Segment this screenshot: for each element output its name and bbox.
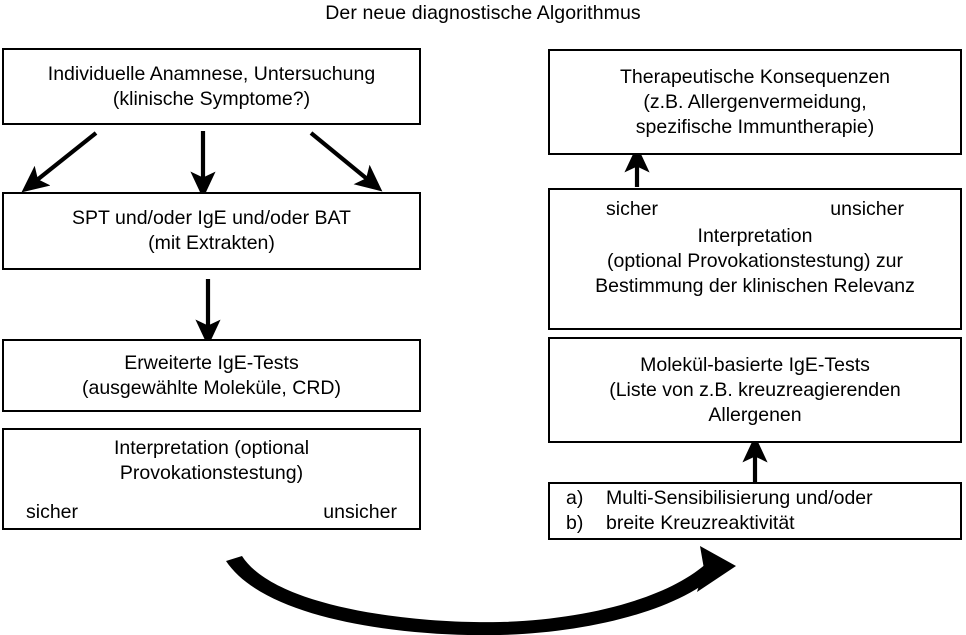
interpretation-links-unsicher-label: unsicher (323, 501, 397, 523)
box-spt-ige-bat[interactable]: SPT und/oder IgE und/oder BAT (mit Extra… (2, 192, 421, 270)
box-interpretation-links-line-2: Provokationstestung) (119, 462, 304, 484)
box-multi-sensibilisierung[interactable]: a) Multi-Sensibilisierung und/oder b) br… (548, 482, 962, 540)
box-therapie-line-2: (z.B. Allergenvermeidung, (643, 90, 867, 113)
box-spt-line-2: (mit Extrakten) (148, 232, 275, 254)
connector-anamnese-to-spt-right (309, 131, 383, 192)
box-anamnese-line-2: (klinische Symptome?) (112, 87, 311, 110)
interpretation-rechts-unsicher-label: unsicher (830, 198, 904, 220)
box-interpretation-rechts-line-3: Bestimmung der klinischen Relevanz (595, 275, 915, 297)
box-spt-line-1: SPT und/oder IgE und/oder BAT (72, 207, 351, 229)
interpretation-links-sicher-label: sicher (26, 501, 79, 523)
box-molekuel-line-3: Allergenen (708, 403, 802, 426)
box-erweiterte-ige-tests[interactable]: Erweiterte IgE-Tests (ausgewählte Molekü… (2, 339, 421, 412)
page-title: Der neue diagnostische Algorithmus (325, 2, 641, 24)
multi-list-item-a: a) Multi-Sensibilisierung und/oder (566, 486, 873, 511)
box-therapie-line-1: Therapeutische Konsequenzen (620, 65, 890, 88)
box-erweitert-line-1: Erweiterte IgE-Tests (124, 351, 299, 374)
box-interpretation-rechts[interactable]: sicher unsicher Interpretation (optional… (548, 188, 962, 330)
box-erweitert-line-2: (ausgewählte Moleküle, CRD) (81, 376, 342, 399)
box-interpretation-links-line-1: Interpretation (optional (113, 437, 310, 459)
box-molekuel-line-1: Molekül-basierte IgE-Tests (640, 353, 870, 376)
box-anamnese-line-1: Individuelle Anamnese, Untersuchung (47, 62, 376, 85)
multi-list-marker-b: b) (566, 512, 584, 534)
connector-anamnese-to-spt-left (21, 131, 98, 193)
box-therapeutische-konsequenzen[interactable]: Therapeutische Konsequenzen (z.B. Allerg… (548, 49, 962, 155)
box-individuelle-anamnese[interactable]: Individuelle Anamnese, Untersuchung (kli… (2, 48, 421, 125)
interpretation-rechts-sicher-label: sicher (606, 198, 659, 220)
box-interpretation-links[interactable]: Interpretation (optional Provokationstes… (2, 428, 421, 530)
multi-list-item-b: b) breite Kreuzreaktivität (566, 511, 795, 536)
connector-interpretation-links-to-multi (226, 546, 736, 635)
multi-list-text-b: breite Kreuzreaktivität (606, 512, 795, 534)
multi-list-marker-a: a) (566, 487, 584, 509)
interpretation-links-outcome-row: sicher unsicher (4, 486, 419, 525)
box-molekuel-basierte-ige-tests[interactable]: Molekül-basierte IgE-Tests (Liste von z.… (548, 337, 962, 443)
multi-list-text-a: Multi-Sensibilisierung und/oder (606, 487, 873, 509)
interpretation-rechts-outcome-row: sicher unsicher (550, 197, 960, 224)
box-molekuel-line-2: (Liste von z.B. kreuzreagierenden (609, 378, 901, 401)
box-interpretation-rechts-line-1: Interpretation (697, 225, 813, 247)
box-therapie-line-3: spezifische Immuntherapie) (635, 115, 875, 138)
box-interpretation-rechts-line-2: (optional Provokationstestung) zur (607, 250, 903, 272)
